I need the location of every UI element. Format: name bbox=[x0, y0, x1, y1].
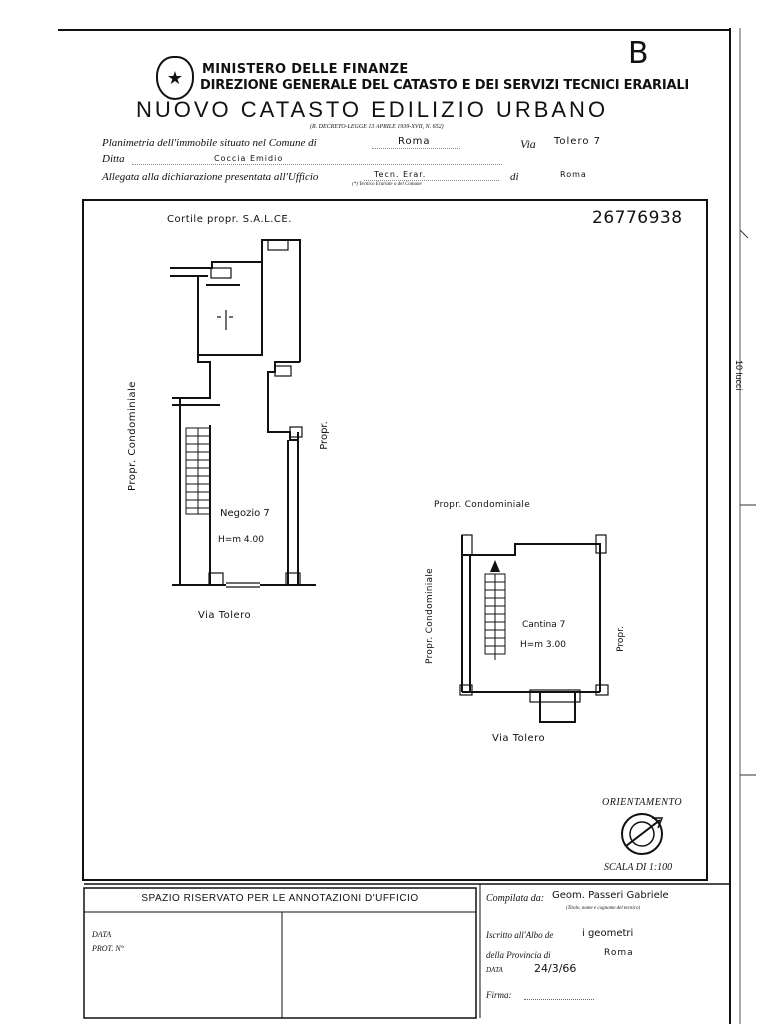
ministry-name: MINISTERO DELLE FINANZE bbox=[202, 62, 409, 77]
negozio-height: H=m 4.00 bbox=[218, 535, 264, 545]
comune-label: Planimetria dell'immobile situato nel Co… bbox=[102, 137, 317, 149]
stair-right bbox=[484, 573, 506, 660]
ufficio-line bbox=[364, 168, 499, 181]
compilata-value: Geom. Passeri Gabriele bbox=[552, 890, 669, 901]
right-condominiale-label: Propr. Condominiale bbox=[425, 567, 435, 665]
compilata-note: (Titolo, nome e cognome del tecnico) bbox=[566, 906, 641, 911]
cantina-height: H=m 3.00 bbox=[520, 640, 566, 650]
comune-line bbox=[372, 136, 460, 149]
compass-icon bbox=[621, 813, 664, 855]
di-value: Roma bbox=[560, 170, 587, 179]
via-left-label: Via Tolero bbox=[198, 610, 252, 621]
cantina-label: Cantina 7 bbox=[522, 620, 566, 630]
iscritto-label: Iscritto all'Albo de bbox=[486, 930, 554, 940]
prot-label: PROT. N° bbox=[92, 944, 124, 953]
date-value: 24/3/66 bbox=[534, 962, 577, 975]
right-propr-label: Propr. bbox=[615, 626, 626, 652]
margin-ruler-text: 10 lucci bbox=[734, 360, 744, 391]
negozio-label: Negozio 7 bbox=[220, 508, 270, 519]
via-value: Tolero 7 bbox=[554, 136, 602, 147]
decree-note: (R. DECRETO-LEGGE 13 APRILE 1939-XVII, N… bbox=[310, 124, 444, 130]
iscritto-value: i geometri bbox=[582, 928, 634, 939]
via-label: Via bbox=[520, 137, 536, 151]
firma-label: Firma: bbox=[486, 990, 512, 1000]
provincia-value: Roma bbox=[604, 948, 634, 958]
right-top-label: Propr. Condominiale bbox=[434, 500, 531, 510]
republic-emblem-icon: ★ bbox=[156, 56, 194, 100]
ditta-line bbox=[132, 152, 502, 165]
stair-left bbox=[185, 427, 211, 515]
office-annotations-header: SPAZIO RISERVATO PER LE ANNOTAZIONI D'UF… bbox=[141, 893, 419, 904]
date-label: DATA bbox=[486, 966, 503, 974]
signature-mark bbox=[524, 985, 594, 1000]
comune-value: Roma bbox=[398, 136, 431, 147]
document-number: 26776938 bbox=[592, 208, 683, 228]
provincia-label: della Provincia di bbox=[486, 950, 551, 960]
ditta-label: Ditta bbox=[102, 153, 125, 165]
ufficio-value: Tecn. Erar. bbox=[374, 170, 427, 179]
data-label: DATA bbox=[92, 930, 112, 939]
negozio-plan bbox=[170, 239, 316, 586]
left-condominiale-label: Propr. Condominiale bbox=[127, 381, 138, 491]
corner-letter: B bbox=[628, 36, 649, 71]
cantina-plan bbox=[461, 535, 601, 723]
ditta-value: Coccia Emidio bbox=[214, 154, 284, 163]
compilata-label: Compilata da: bbox=[486, 893, 545, 904]
directorate-name: DIREZIONE GENERALE DEL CATASTO E DEI SER… bbox=[200, 78, 690, 93]
cortile-label: Cortile propr. S.A.L.CE. bbox=[167, 214, 292, 225]
allegata-label: Allegata alla dichiarazione presentata a… bbox=[102, 171, 319, 183]
orientamento-label: ORIENTAMENTO bbox=[602, 797, 683, 808]
ufficio-note: (*) Tecnico Erariale o del Comune bbox=[352, 182, 422, 187]
scale-label: SCALA DI 1:100 bbox=[604, 862, 673, 873]
via-right-label: Via Tolero bbox=[492, 733, 546, 744]
left-propr-label: Propr. bbox=[318, 421, 330, 450]
page-title: NUOVO CATASTO EDILIZIO URBANO bbox=[136, 97, 609, 122]
di-label: di bbox=[510, 171, 519, 183]
